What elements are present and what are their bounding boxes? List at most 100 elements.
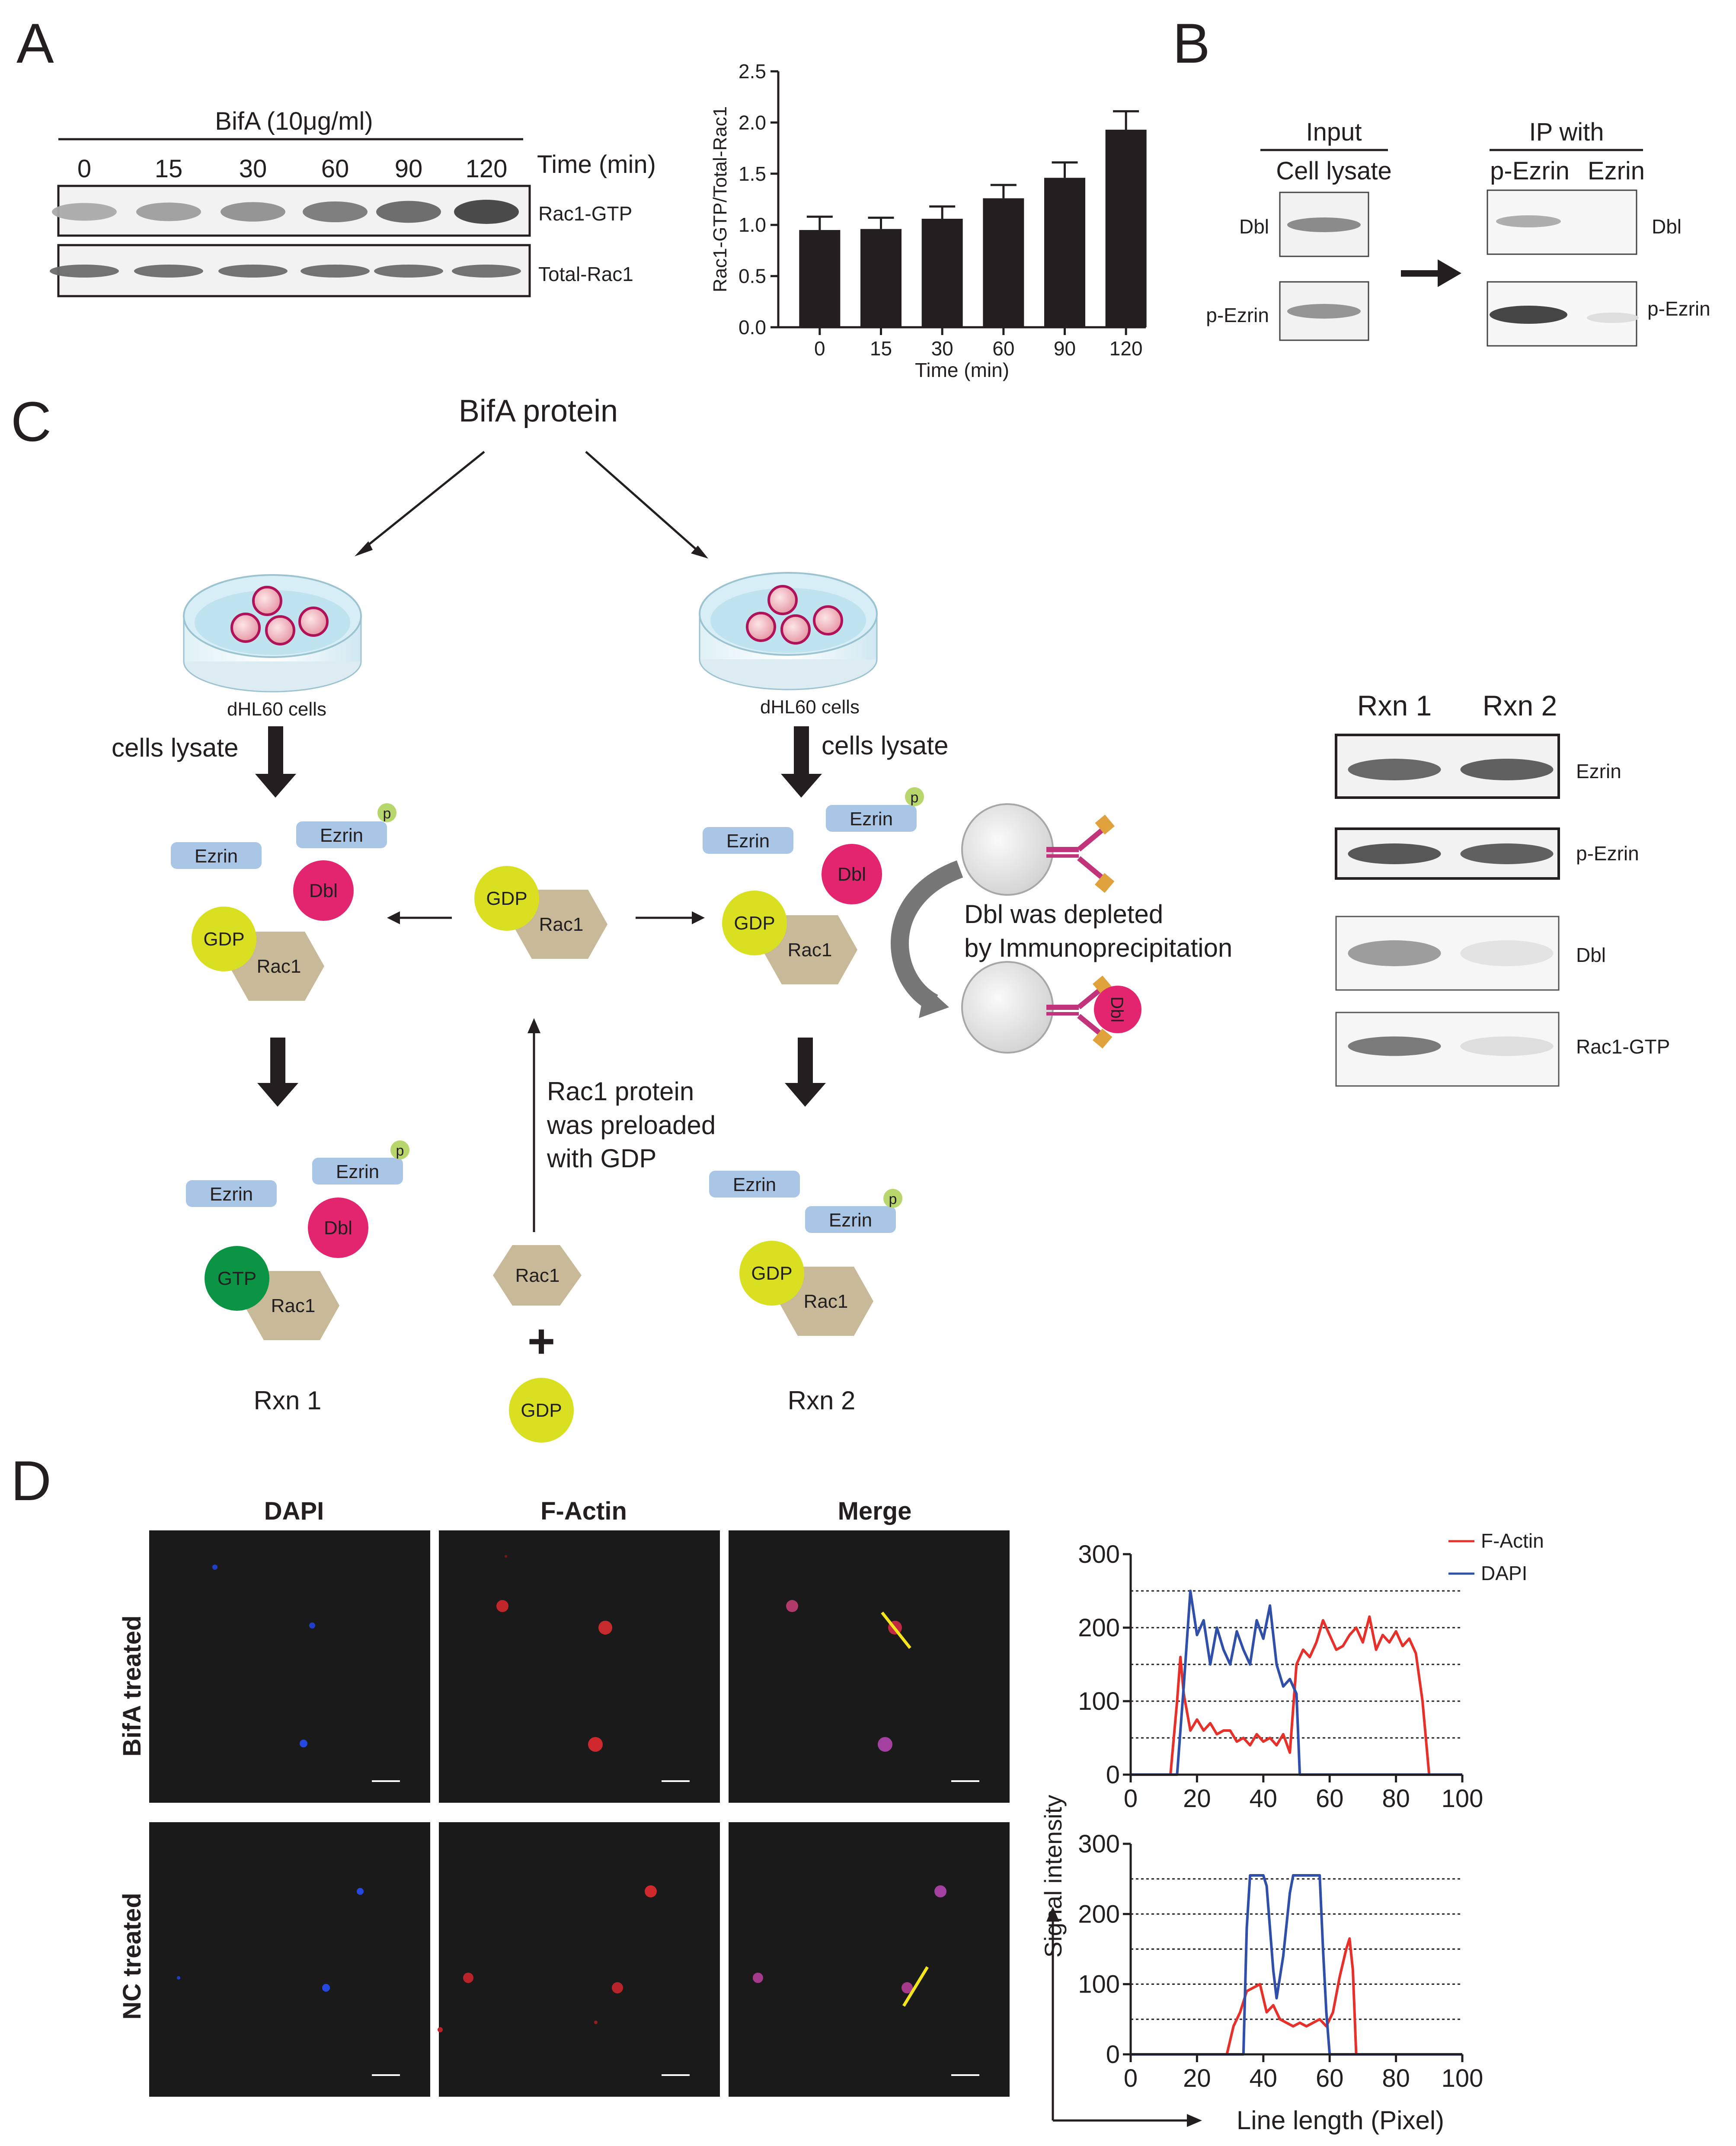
depletion-line-2: by Immunoprecipitation [964, 933, 1232, 962]
y-tick-label: 0 [1106, 2041, 1120, 2069]
time-point-label: 0 [77, 155, 91, 183]
arrow-to-dish-right [585, 451, 699, 552]
y-tick-label: 2.0 [739, 111, 766, 134]
thick-arrow-down-icon [257, 1038, 298, 1107]
ip-band-label-pezrin: p-Ezrin [1647, 297, 1710, 320]
ip-dbl-band [1496, 215, 1561, 227]
ezrin-label: Ezrin [195, 846, 238, 867]
micrograph-nc-factin [438, 1822, 720, 2097]
rac1-protein-icon [762, 915, 857, 984]
complex-rxn1: Ezrin Ezrin p Dbl GTP Rac1 [186, 1140, 409, 1340]
dbl-protein-icon [308, 1198, 368, 1258]
series-line-dapi [1131, 1874, 1462, 2056]
x-tick-label: 60 [992, 337, 1014, 360]
gdp-icon [474, 866, 539, 931]
arrowhead-icon [528, 1018, 540, 1033]
gdp-label: GDP [751, 1263, 792, 1284]
complex-group-top-right: Ezrin Ezrin p Dbl GDP Rac1 [703, 787, 924, 984]
input-dbl-band [1287, 217, 1361, 232]
dbl-protein-icon [822, 844, 882, 904]
dbl-band [1460, 940, 1554, 966]
x-tick-label: 60 [1316, 2064, 1344, 2092]
gdp-icon [722, 891, 787, 955]
row-label-bifa: BifA treated [118, 1616, 146, 1757]
x-tick-label: 20 [1183, 1785, 1211, 1813]
gdp-label: GDP [203, 929, 244, 950]
rac1-protein-icon [493, 1245, 582, 1306]
column-header-dapi: DAPI [264, 1497, 324, 1525]
ezrin-label: Ezrin [336, 1161, 379, 1182]
gtp-icon [205, 1246, 269, 1311]
cells-label-right: dHL60 cells [760, 696, 860, 718]
rac1-gtp-band [303, 201, 368, 223]
legend-dapi: DAPI [1481, 1562, 1527, 1584]
ezrin-label: Ezrin [726, 830, 770, 852]
dbl-label: Dbl [1107, 996, 1126, 1022]
x-tick-label: 100 [1442, 1785, 1483, 1813]
gdp-icon [739, 1241, 804, 1306]
gdp-icon [509, 1378, 574, 1443]
ip-label: IP with [1529, 118, 1604, 146]
y-tick-label: 0 [1106, 1761, 1120, 1789]
blot-c-label-dbl: Dbl [1576, 944, 1606, 966]
bar [860, 229, 902, 327]
rac1-protein-icon [244, 1271, 339, 1340]
rac1-gtp-band [52, 203, 117, 221]
complex-rxn2: Ezrin Ezrin p GDP Rac1 [709, 1171, 902, 1336]
blot-c-label-pezrin: p-Ezrin [1576, 842, 1639, 865]
ezrin-protein-icon [703, 827, 793, 854]
thick-arrow-down-icon [781, 726, 822, 798]
y-tick-label: 2.5 [739, 60, 766, 83]
bar [799, 230, 841, 327]
rac1-label: Rac1 [257, 956, 301, 977]
x-axis-title: Line length (Pixel) [1237, 2106, 1444, 2135]
x-tick-label: 30 [931, 337, 953, 360]
ezrin-label: Ezrin [320, 825, 363, 846]
line-roi [902, 1966, 929, 2007]
y-tick-label: 0.5 [739, 265, 766, 287]
total-rac1-band [134, 265, 203, 278]
depletion-line-1: Dbl was depleted [964, 900, 1163, 929]
ip-bead-bottom-icon: Dbl [961, 961, 1141, 1054]
preload-line-1: Rac1 protein [547, 1077, 694, 1106]
x-tick-label: 120 [1109, 337, 1143, 360]
culture-dish-right-icon [699, 572, 878, 690]
bifa-protein-title: BifA protein [459, 394, 618, 428]
rac1-label: Rac1 [515, 1265, 560, 1286]
coip-bands [1287, 215, 1639, 324]
ezrin-phospho-protein-icon [805, 1206, 896, 1233]
line-roi [881, 1611, 911, 1649]
dbl-protein-icon [293, 860, 354, 921]
curved-arrow-icon [890, 860, 963, 1011]
y-tick-label: 1.5 [739, 163, 766, 185]
gdp-icon [192, 907, 256, 971]
blot-bands [50, 200, 521, 278]
y-tick-label: 0.0 [739, 316, 766, 339]
arrowhead-icon [387, 911, 400, 924]
rac1-gtp-band [1348, 1036, 1441, 1056]
ip-band-label-dbl: Dbl [1652, 215, 1682, 238]
time-point-label: 30 [239, 155, 267, 183]
legend-factin: F-Actin [1481, 1530, 1544, 1552]
arrowhead-icon [691, 546, 708, 559]
y-tick-label: 200 [1078, 1900, 1120, 1928]
time-point-label: 15 [155, 155, 183, 183]
y-tick-label: 100 [1078, 1970, 1120, 1999]
ezrin-protein-icon [186, 1180, 277, 1207]
blot-rac1-gtp [57, 185, 531, 237]
band-label-total-rac1: Total-Rac1 [538, 263, 633, 285]
y-tick-label: 300 [1078, 1540, 1120, 1568]
bar [921, 218, 963, 327]
phosphate-icon [377, 803, 396, 822]
blot-c-bands [1348, 759, 1554, 1056]
bar [1105, 129, 1147, 327]
rac1-gtp-band [221, 202, 285, 222]
x-tick-label: 0 [814, 337, 825, 360]
y-tick-label: 1.0 [739, 214, 766, 236]
cells-label-left: dHL60 cells [227, 699, 326, 720]
gdp-label: GDP [734, 913, 775, 934]
